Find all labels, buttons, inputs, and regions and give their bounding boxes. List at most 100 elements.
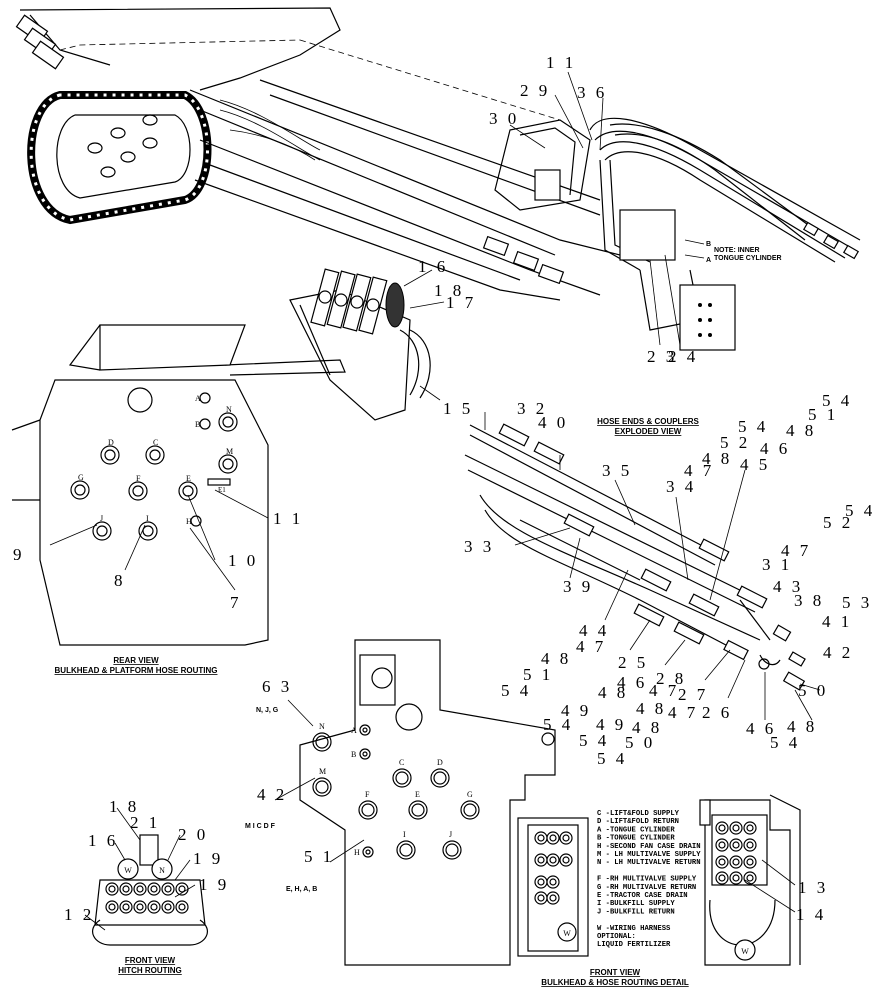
legend-line: M - LH MULTIVALVE SUPPLY: [597, 851, 701, 859]
callout-c45: 4 5: [740, 455, 770, 474]
callout-c36: 3 6: [577, 83, 607, 102]
clamp-grommet: [729, 838, 743, 852]
callout-c48a: 4 8: [786, 421, 816, 440]
note-letter-a: A: [706, 257, 711, 264]
clamp-grommet: [715, 855, 729, 869]
front-port-label-d: D: [437, 758, 443, 767]
callout-c48f: 4 8: [632, 718, 662, 737]
callout-c19a: 1 9: [193, 849, 223, 868]
callout-c47b: 4 7: [781, 541, 811, 560]
callout-c12: 1 2: [64, 905, 94, 924]
hitch-grommets: [105, 882, 189, 914]
front-port-label-b: B: [351, 750, 356, 759]
front-port-m: [312, 777, 332, 797]
callout-c54f: 5 4: [579, 731, 609, 750]
clamp-grommet: [715, 838, 729, 852]
front-port-d: [430, 768, 450, 788]
front-port-a: [359, 724, 371, 736]
legend-line: E -TRACTOR CASE DRAIN: [597, 892, 688, 900]
front-port-label-j: J: [449, 830, 452, 839]
callout-c54c: 5 4: [845, 501, 872, 520]
hose-stubs: [310, 268, 405, 335]
legend-line: F -RH MULTIVALVE SUPPLY: [597, 876, 697, 884]
rear-port-h: [190, 515, 202, 527]
rear-port-i: [138, 521, 158, 541]
hitch-grommet: [105, 900, 119, 914]
front-hitch-routing: W N FRONT VIEW HITCH ROUTING: [84, 807, 208, 975]
rear-port-label-c: C: [153, 438, 158, 447]
hitch-grommet: [119, 882, 133, 896]
legend-line: OPTIONAL:: [597, 933, 636, 941]
callout-c18a: 1 8: [434, 281, 464, 300]
clamp-grommet: [715, 871, 729, 885]
detail-grommet: [559, 853, 573, 867]
label-m-i-c-d-f: M I C D F: [245, 823, 276, 830]
rear-port-label-g: G: [78, 473, 84, 482]
callout-c30: 3 0: [489, 109, 519, 128]
rear-port-c: [145, 445, 165, 465]
legend-line: I -BULKFILL SUPPLY: [597, 900, 675, 908]
rear-port-label-m: M: [226, 447, 233, 456]
hitch-grommet: [161, 882, 175, 896]
legend-line: A -TONGUE CYLINDER: [597, 826, 675, 834]
callout-c8: 8: [114, 571, 126, 590]
callout-c54e: 5 4: [543, 715, 573, 734]
rear-port-label-i: I: [146, 514, 149, 523]
callout-c34: 3 4: [666, 477, 696, 496]
svg-text:W: W: [741, 947, 749, 956]
callout-c42b: 4 2: [257, 785, 287, 804]
callout-c21: 2 1: [130, 813, 160, 832]
svg-text:W: W: [563, 929, 571, 938]
hitch-grommet: [133, 882, 147, 896]
callout-c20: 2 0: [178, 825, 208, 844]
svg-text:N: N: [159, 866, 165, 875]
callout-c38: 3 8: [794, 591, 824, 610]
front-port-j: [442, 840, 462, 860]
callout-c15: 1 5: [443, 399, 473, 418]
port-label-e1: E1: [218, 486, 226, 494]
callout-c35: 3 5: [602, 461, 632, 480]
detail-grommets: [534, 831, 573, 905]
callout-c54g: 5 4: [597, 749, 627, 768]
callout-c48g: 4 8: [787, 717, 817, 736]
side-clamp-view: W: [699, 794, 801, 966]
rear-port-label-n: N: [226, 405, 232, 414]
callout-c54a: 5 4: [822, 391, 852, 410]
hitch-grommet: [105, 882, 119, 896]
callout-c54b: 5 4: [738, 417, 768, 436]
detail-grommet: [534, 853, 548, 867]
legend-line: G -RH MULTIVALVE RETURN: [597, 884, 696, 892]
detail-grommet: [546, 831, 560, 845]
callout-c47a: 4 7: [684, 461, 714, 480]
rear-port-d: [100, 445, 120, 465]
callout-c48d: 4 8: [598, 683, 628, 702]
front-port-label-h: H: [354, 848, 360, 857]
callout-c13: 1 3: [798, 878, 828, 897]
callout-c11a: 1 1: [546, 53, 576, 72]
callout-c50b: 5 0: [625, 733, 655, 752]
callout-c32: 3 2: [517, 399, 547, 418]
callout-c14: 1 4: [796, 905, 826, 924]
rear-port-b: [199, 418, 211, 430]
rear-port-label-b: B: [195, 420, 200, 429]
rear-port-a: [199, 392, 211, 404]
legend-line: D -LIFT&FOLD RETURN: [597, 818, 679, 826]
callout-c10: 1 0: [228, 551, 258, 570]
hitch-grommet: [147, 882, 161, 896]
legend-line: B -TONGUE CYLINDER: [597, 835, 675, 843]
clamp-grommets: [715, 821, 757, 885]
label-e-h-a-b: E, H, A, B: [286, 886, 317, 893]
top-isometric-assembly: B A NOTE: INNER TONGUE CYLINDER: [15, 7, 861, 351]
callout-c44: 4 4: [579, 621, 609, 640]
front-port-label-c: C: [399, 758, 404, 767]
front-port-label-n: N: [319, 722, 325, 731]
callout-c33: 3 3: [464, 537, 494, 556]
clamp-grommet: [715, 821, 729, 835]
callout-c51c: 5 1: [304, 847, 334, 866]
caption-front-hitch: FRONT VIEW: [125, 956, 176, 965]
front-port-f: [358, 800, 378, 820]
callout-c29: 2 9: [520, 81, 550, 100]
callout-c49a: 4 9: [561, 701, 591, 720]
